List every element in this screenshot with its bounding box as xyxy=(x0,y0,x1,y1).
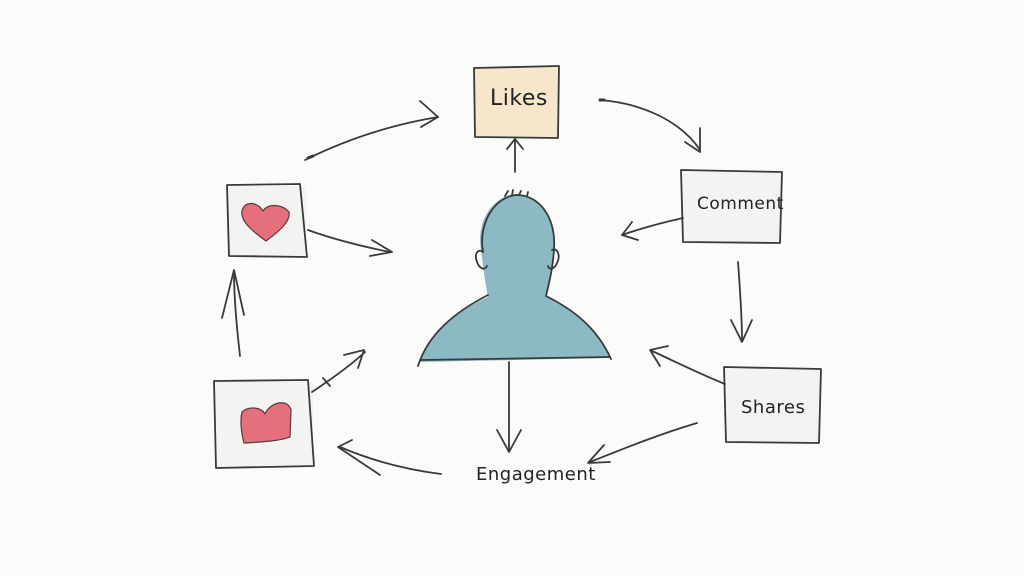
arrow-engagement-to-heart xyxy=(337,439,442,476)
comment-label: Comment xyxy=(697,194,784,214)
heart-icon xyxy=(241,202,290,242)
arrow-comment-to-person xyxy=(621,217,684,241)
shares-label: Shares xyxy=(741,397,806,418)
shares-box xyxy=(723,366,822,444)
arrow-person-to-engagement xyxy=(496,361,522,453)
arrow-heart-to-heart xyxy=(221,269,245,357)
arrow-shares-to-person xyxy=(649,345,726,385)
arrow-heart-top-to-person xyxy=(307,229,393,257)
engagement-label: Engagement xyxy=(476,464,596,485)
person-icon xyxy=(417,189,612,367)
comment-box xyxy=(680,169,783,244)
likes-box xyxy=(473,65,560,139)
arrow-likes-to-comment xyxy=(598,98,701,153)
arrow-person-to-likes xyxy=(506,138,524,173)
heart-box-top xyxy=(226,183,308,258)
arrow-shares-to-engagement xyxy=(587,422,698,464)
heart-icon xyxy=(240,402,292,444)
arrow-heart-to-likes xyxy=(304,100,439,161)
arrow-comment-to-shares xyxy=(730,261,753,343)
likes-label: Likes xyxy=(490,86,548,111)
heart-box-bottom xyxy=(213,379,315,469)
arrow-heart-to-person xyxy=(311,349,366,393)
